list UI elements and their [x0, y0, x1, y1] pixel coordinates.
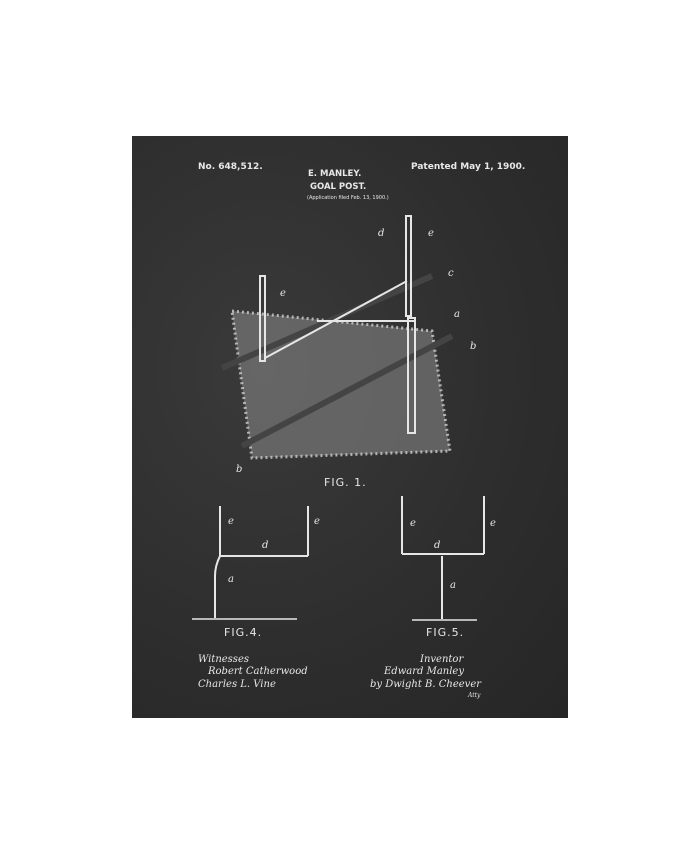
- patent-drawing: [192, 215, 485, 621]
- label-e: e: [280, 288, 286, 299]
- inventor-label: Inventor: [420, 654, 464, 665]
- fig1-drawing: [220, 215, 454, 460]
- label-a: a: [454, 309, 460, 320]
- label-a: a: [450, 580, 456, 591]
- fig5-caption: FIG.5.: [426, 626, 465, 639]
- label-a: a: [228, 574, 234, 585]
- patent-number: No. 648,512.: [198, 162, 263, 172]
- fig1-caption: FIG. 1.: [324, 476, 367, 489]
- label-e: e: [228, 516, 234, 527]
- fig5-drawing: [401, 496, 485, 621]
- label-b: b: [236, 464, 243, 475]
- label-d: d: [262, 540, 269, 551]
- patent-print-artwork: No. 648,512. Patented May 1, 1900. E. MA…: [132, 136, 568, 718]
- attorney-suffix: Atty: [468, 692, 481, 699]
- label-e: e: [428, 228, 434, 239]
- label-d: d: [434, 540, 441, 551]
- attorney-signature: by Dwight B. Cheever: [370, 679, 482, 690]
- label-e: e: [490, 518, 496, 529]
- witness-signature-2: Charles L. Vine: [198, 679, 276, 690]
- label-b: b: [470, 341, 477, 352]
- filed-date: (Application filed Feb. 13, 1900.): [307, 195, 389, 201]
- patent-date: Patented May 1, 1900.: [411, 162, 526, 172]
- inventor-signature: Edward Manley: [384, 666, 464, 677]
- label-e: e: [410, 518, 416, 529]
- fig4-caption: FIG.4.: [224, 626, 263, 639]
- inventor-heading: E. MANLEY.: [308, 169, 362, 179]
- witness-signature-1: Robert Catherwood: [208, 666, 308, 677]
- label-d: d: [378, 228, 385, 239]
- witnesses-label: Witnesses: [198, 654, 249, 665]
- patent-title: GOAL POST.: [310, 182, 367, 192]
- label-c: c: [448, 268, 454, 279]
- fig4-drawing: [192, 506, 309, 620]
- label-e: e: [314, 516, 320, 527]
